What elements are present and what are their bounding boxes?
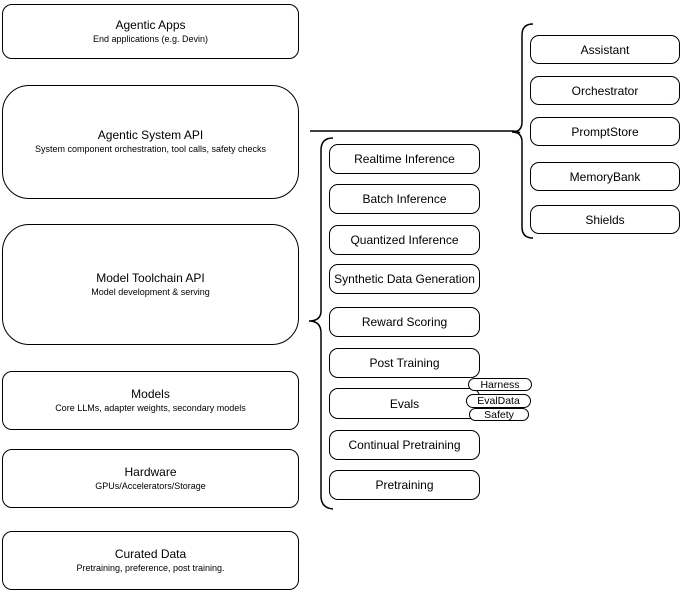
node-agentic-system-api: Agentic System API System component orch…: [2, 85, 299, 199]
node-models: Models Core LLMs, adapter weights, secon…: [2, 371, 299, 430]
node-subtitle: Core LLMs, adapter weights, secondary mo…: [55, 402, 246, 413]
node-pretraining: Pretraining: [329, 470, 480, 500]
node-label: Assistant: [580, 42, 630, 57]
tag-label: Safety: [484, 408, 514, 421]
node-label: Pretraining: [375, 478, 434, 492]
node-label: Orchestrator: [571, 83, 639, 98]
node-label: Evals: [389, 396, 420, 411]
node-shields: Shields: [530, 205, 680, 234]
node-label: Quantized Inference: [350, 233, 459, 247]
node-subtitle: System component orchestration, tool cal…: [34, 144, 267, 154]
node-orchestrator: Orchestrator: [530, 76, 680, 105]
node-continual-pretraining: Continual Pretraining: [329, 430, 480, 460]
node-label: Continual Pretraining: [348, 438, 461, 452]
node-evals: Evals: [329, 388, 480, 419]
node-label: Reward Scoring: [361, 315, 448, 329]
node-label: Batch Inference: [362, 192, 447, 206]
node-reward-scoring: Reward Scoring: [329, 307, 480, 337]
system-components-brace: [511, 23, 534, 239]
node-label: PromptStore: [571, 124, 639, 139]
node-title: Hardware: [124, 464, 177, 479]
tag-harness: Harness: [468, 378, 532, 391]
node-title: Model Toolchain API: [96, 270, 205, 285]
node-title: Curated Data: [114, 546, 187, 561]
tag-label: Harness: [480, 378, 520, 391]
node-subtitle: GPUs/Accelerators/Storage: [95, 480, 206, 491]
node-title: Agentic System API: [97, 128, 204, 142]
node-hardware: Hardware GPUs/Accelerators/Storage: [2, 449, 299, 508]
node-assistant: Assistant: [530, 35, 680, 64]
node-subtitle: Model development & serving: [91, 286, 210, 297]
tag-label: EvalData: [477, 395, 520, 407]
tag-evaldata: EvalData: [466, 394, 531, 408]
node-label: MemoryBank: [569, 169, 641, 184]
system-api-connector-line: [310, 130, 521, 134]
node-batch-inference: Batch Inference: [329, 184, 480, 214]
node-label: Realtime Inference: [354, 152, 455, 166]
node-label: Post Training: [369, 356, 440, 370]
node-agentic-apps: Agentic Apps End applications (e.g. Devi…: [2, 4, 299, 59]
tag-safety: Safety: [469, 408, 529, 421]
node-quantized-inference: Quantized Inference: [329, 225, 480, 255]
node-label: Synthetic Data Generation: [334, 272, 475, 286]
node-curated-data: Curated Data Pretraining, preference, po…: [2, 531, 299, 590]
node-model-toolchain-api: Model Toolchain API Model development & …: [2, 224, 299, 345]
node-post-training: Post Training: [329, 348, 480, 378]
node-title: Agentic Apps: [115, 17, 186, 32]
node-label: Shields: [585, 212, 625, 227]
node-memorybank: MemoryBank: [530, 162, 680, 191]
toolchain-brace: [308, 137, 334, 510]
node-subtitle: End applications (e.g. Devin): [92, 33, 209, 44]
node-realtime-inference: Realtime Inference: [329, 144, 480, 174]
node-promptstore: PromptStore: [530, 117, 680, 146]
node-synthetic-data-generation: Synthetic Data Generation: [329, 264, 480, 294]
node-subtitle: Pretraining, preference, post training.: [76, 562, 225, 573]
node-title: Models: [131, 386, 170, 401]
